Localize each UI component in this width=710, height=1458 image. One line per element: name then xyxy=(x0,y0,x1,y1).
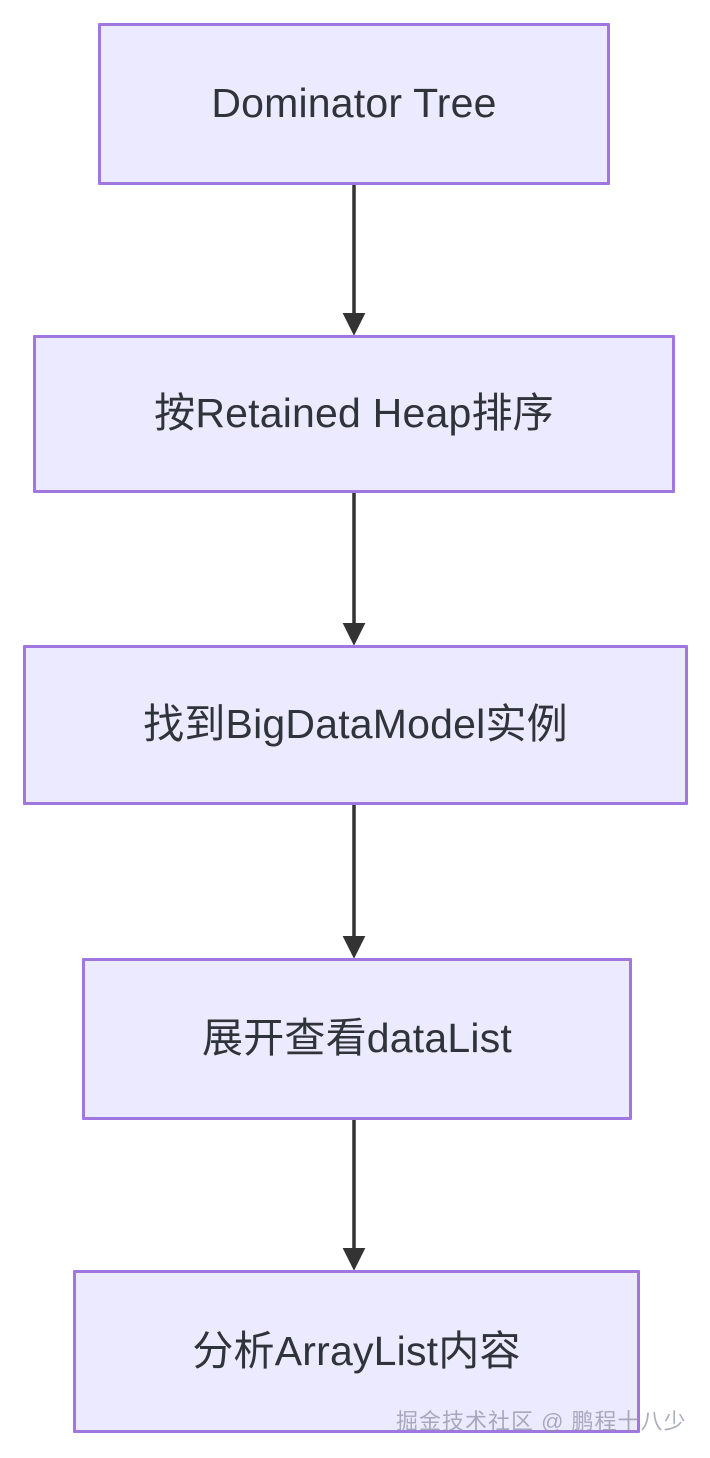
watermark-text: 掘金技术社区 @ 鹏程十八少 xyxy=(396,1409,687,1434)
node-label: 分析ArrayList内容 xyxy=(192,1327,521,1374)
node-label: Dominator Tree xyxy=(211,80,497,127)
node-label: 展开查看dataList xyxy=(202,1015,512,1062)
node-label: 按Retained Heap排序 xyxy=(154,390,554,437)
flowchart-node-expand-datalist[interactable]: 展开查看dataList xyxy=(82,958,632,1120)
node-label: 找到BigDataModel实例 xyxy=(143,701,568,748)
flowchart-node-dominator-tree[interactable]: Dominator Tree xyxy=(98,23,610,185)
flowchart-node-sort-by-retained-heap[interactable]: 按Retained Heap排序 xyxy=(33,335,675,493)
flowchart-node-analyze-arraylist-content[interactable]: 分析ArrayList内容 xyxy=(73,1270,640,1433)
flowchart-node-find-bigdatamodel-instance[interactable]: 找到BigDataModel实例 xyxy=(23,645,688,805)
